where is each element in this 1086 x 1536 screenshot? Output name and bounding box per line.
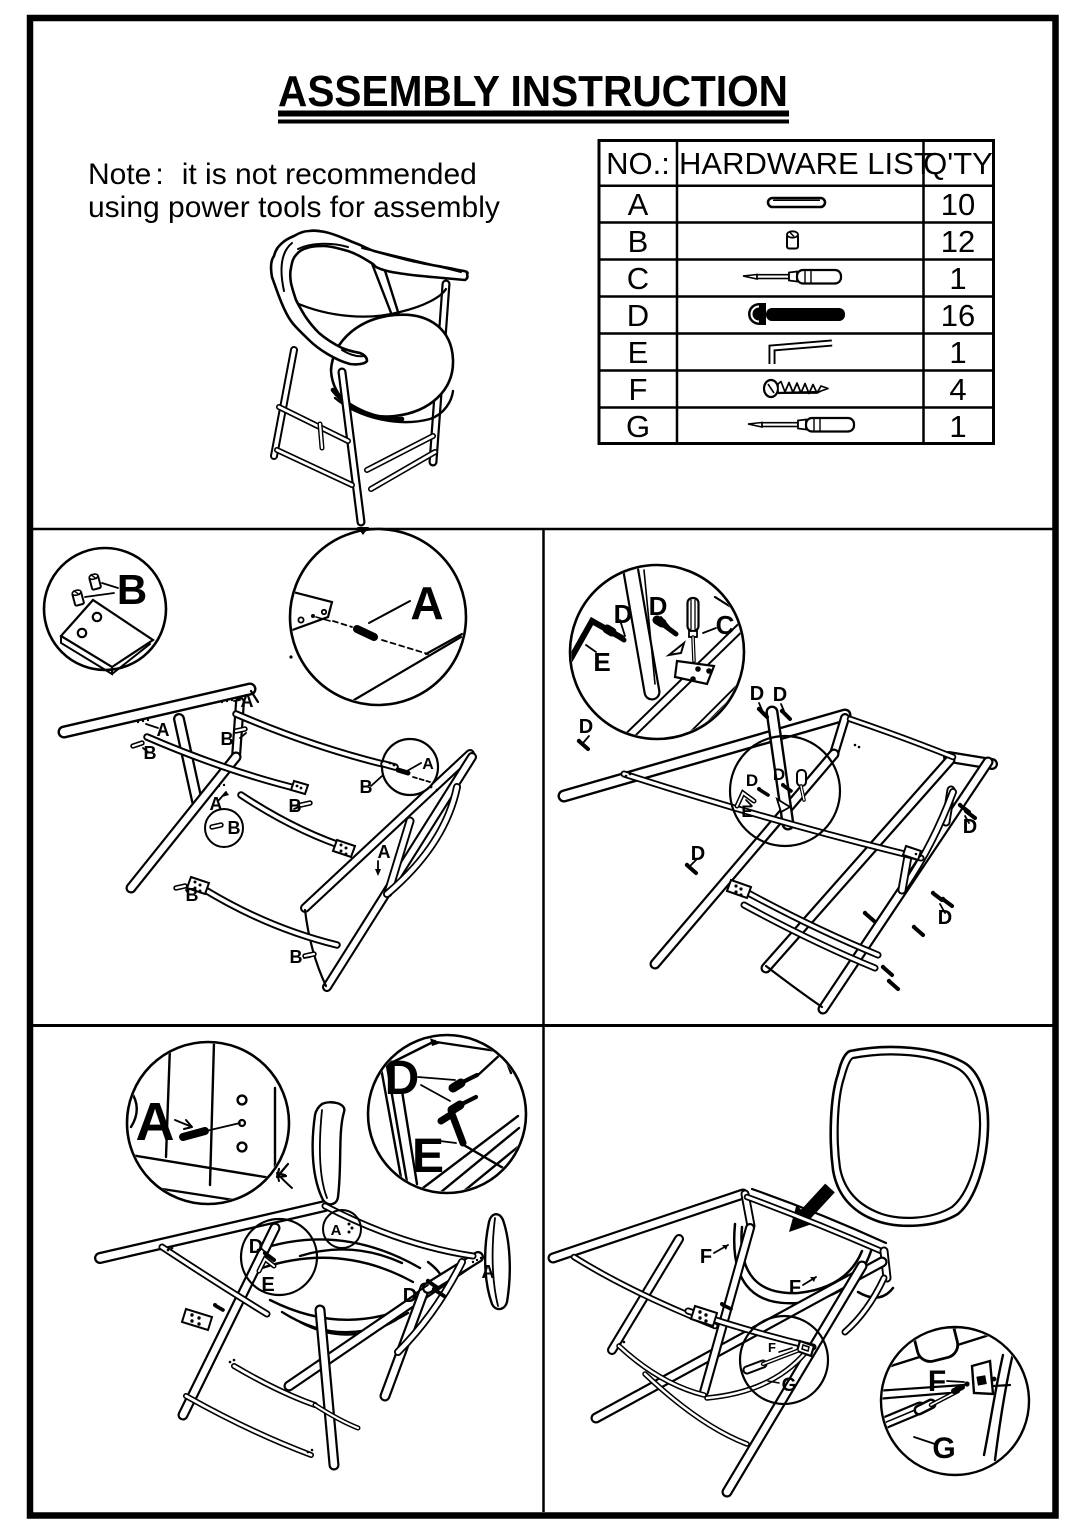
svg-text:B: B — [144, 743, 157, 763]
svg-text:10: 10 — [941, 187, 975, 222]
svg-text:Note:it is not recommended: Note:it is not recommended — [88, 158, 477, 191]
svg-text:D: D — [649, 591, 668, 621]
svg-text:F: F — [928, 1365, 946, 1398]
svg-text:D: D — [579, 716, 593, 738]
svg-text:16: 16 — [941, 298, 975, 333]
svg-text:A: A — [241, 691, 254, 711]
svg-text:HARDWARE LIST: HARDWARE LIST — [679, 146, 933, 181]
svg-text:1: 1 — [949, 335, 966, 370]
svg-text:D: D — [938, 907, 952, 929]
svg-text:G: G — [626, 409, 650, 444]
svg-text:D: D — [773, 684, 787, 706]
svg-text:A: A — [410, 577, 443, 629]
svg-text:1: 1 — [949, 409, 966, 444]
svg-text:NO.:: NO.: — [606, 146, 670, 181]
svg-text:C: C — [716, 610, 735, 640]
svg-text:A: A — [136, 1092, 175, 1152]
svg-text:D: D — [627, 298, 649, 333]
svg-text:A: A — [422, 756, 434, 773]
svg-text:E: E — [593, 647, 610, 677]
svg-text:G: G — [932, 1432, 955, 1465]
svg-text:E: E — [412, 1130, 444, 1183]
svg-text:B: B — [186, 885, 199, 905]
svg-text:A: A — [482, 1262, 495, 1282]
svg-text:A: A — [157, 720, 170, 740]
svg-text:F: F — [700, 1246, 712, 1268]
svg-text:C: C — [627, 261, 649, 296]
svg-text:12: 12 — [941, 224, 975, 259]
svg-text:B: B — [289, 796, 302, 816]
svg-text:A: A — [331, 1222, 342, 1239]
svg-text:4: 4 — [949, 372, 966, 407]
svg-text:1: 1 — [949, 261, 966, 296]
svg-text:D: D — [750, 683, 764, 705]
svg-text:F: F — [789, 1277, 801, 1299]
svg-text:E: E — [628, 335, 649, 370]
svg-text:Q'TY: Q'TY — [923, 146, 993, 181]
svg-text:A: A — [210, 794, 223, 814]
svg-text:B: B — [360, 777, 373, 797]
svg-text:G: G — [782, 1375, 797, 1396]
svg-text:F: F — [629, 372, 648, 407]
svg-text:D: D — [963, 816, 977, 838]
svg-text:B: B — [228, 818, 241, 838]
svg-text:using power tools for assembly: using power tools for assembly — [88, 191, 500, 224]
svg-text:D: D — [746, 771, 758, 790]
svg-text:ASSEMBLY INSTRUCTION: ASSEMBLY INSTRUCTION — [278, 67, 788, 116]
svg-text:B: B — [221, 729, 234, 749]
svg-text:D: D — [249, 1236, 263, 1258]
svg-text:B: B — [628, 224, 649, 259]
svg-text:D: D — [403, 1285, 417, 1307]
svg-text:E: E — [741, 802, 752, 821]
svg-text:B: B — [290, 947, 303, 967]
svg-text:E: E — [261, 1274, 274, 1296]
svg-text:A: A — [628, 187, 649, 222]
svg-text:D: D — [614, 599, 633, 629]
svg-text:A: A — [378, 842, 391, 862]
svg-text:D: D — [773, 765, 785, 784]
svg-text:D: D — [691, 843, 705, 865]
svg-text:F: F — [768, 1340, 776, 1355]
svg-text:B: B — [117, 566, 147, 613]
